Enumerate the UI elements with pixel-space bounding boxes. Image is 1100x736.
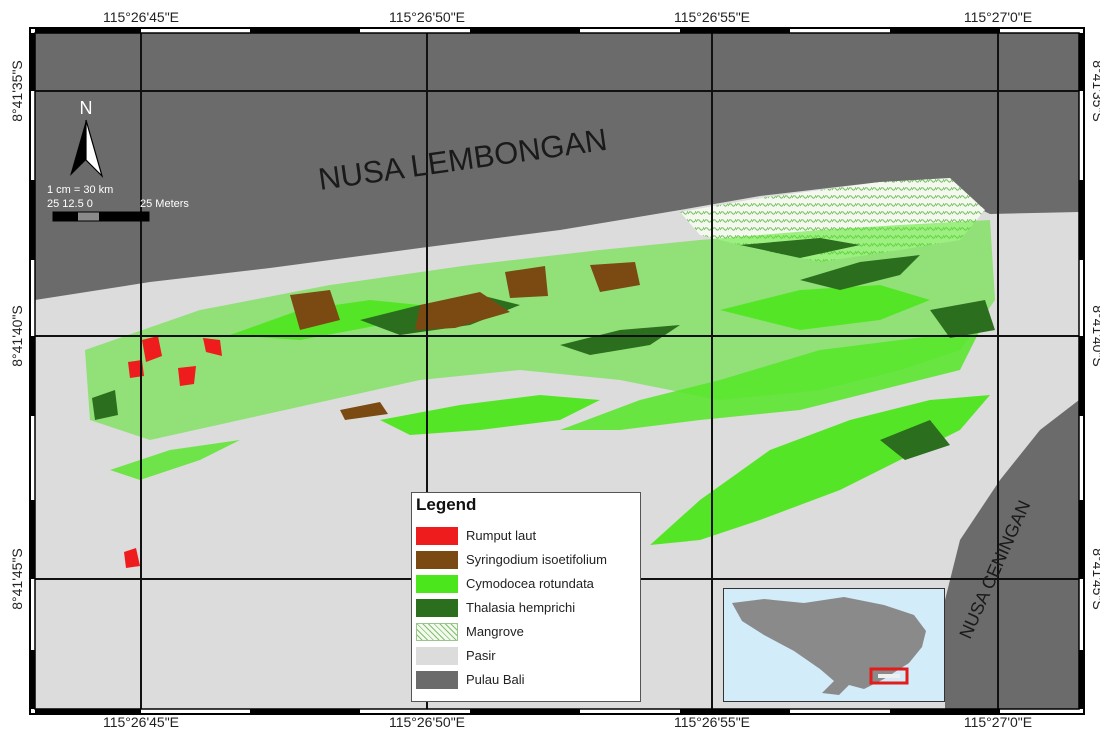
legend-swatch [416, 623, 458, 641]
right-coord-2: 8°41'40"S [1090, 305, 1100, 367]
inset-bali-island [732, 597, 926, 695]
scale-ticks: 25 12.5 0 [47, 198, 93, 210]
top-coord-3: 115°26'55"E [674, 9, 750, 25]
inset-study-area [878, 674, 900, 678]
right-coord-1: 8°41'35"S [1090, 60, 1100, 122]
legend-label: Thalasia hemprichi [466, 600, 576, 615]
syringodium-isoetifolium-patches [290, 262, 640, 420]
bottom-coord-3: 115°26'55"E [674, 714, 750, 730]
top-coord-4: 115°27'0"E [964, 9, 1032, 25]
legend-label: Cymodocea rotundata [466, 576, 594, 591]
legend-item: Cymodocea rotundata [416, 575, 640, 593]
scale-end-label: 25 Meters [140, 198, 189, 210]
coordinate-labels: 115°26'45"E 115°26'50"E 115°26'55"E 115°… [9, 9, 1100, 730]
nusa-ceningan-land [945, 400, 1079, 709]
rumput-laut-patches [124, 336, 222, 568]
legend-label: Pasir [466, 648, 496, 663]
legend-title: Legend [416, 495, 477, 514]
legend-item: Pulau Bali [416, 671, 640, 689]
map-frame [29, 27, 1085, 715]
legend-swatch [416, 527, 458, 545]
legend-label: Pulau Bali [466, 672, 525, 687]
inset-canvas [732, 597, 926, 695]
legend-swatch [416, 671, 458, 689]
legend-label: Rumput laut [466, 528, 537, 543]
legend-swatch [416, 551, 458, 569]
bottom-coord-2: 115°26'50"E [389, 714, 465, 730]
legend-item: Syringodium isoetifolium [416, 551, 640, 569]
inset-highlight [869, 667, 909, 685]
legend-swatch [416, 575, 458, 593]
bottom-coord-1: 115°26'45"E [103, 714, 179, 730]
bottom-coord-4: 115°27'0"E [964, 714, 1032, 730]
cymodocea-rotundata-patches [85, 220, 995, 545]
legend-label: Mangrove [466, 624, 524, 639]
scale-bar [52, 211, 150, 222]
legend-swatch [416, 599, 458, 617]
north-arrow: N [70, 98, 104, 179]
top-coord-1: 115°26'45"E [103, 9, 179, 25]
legend-swatch [416, 647, 458, 665]
left-coord-1: 8°41'35"S [9, 60, 25, 122]
inset-map [723, 588, 945, 702]
legend-item: Mangrove [416, 623, 640, 641]
scale-ratio: 1 cm = 30 km [47, 184, 114, 196]
nusa-lembongan-land [35, 33, 1079, 300]
north-arrow-letter: N [80, 98, 93, 118]
legend-label: Syringodium isoetifolium [466, 552, 607, 567]
legend-item: Pasir [416, 647, 640, 665]
graticule [35, 33, 1079, 709]
left-coord-3: 8°41'45"S [9, 548, 25, 610]
legend-item: Rumput laut [416, 527, 640, 545]
left-coord-2: 8°41'40"S [9, 305, 25, 367]
legend-item: Thalasia hemprichi [416, 599, 640, 617]
right-coord-3: 8°41'45"S [1090, 548, 1100, 610]
top-coord-2: 115°26'50"E [389, 9, 465, 25]
